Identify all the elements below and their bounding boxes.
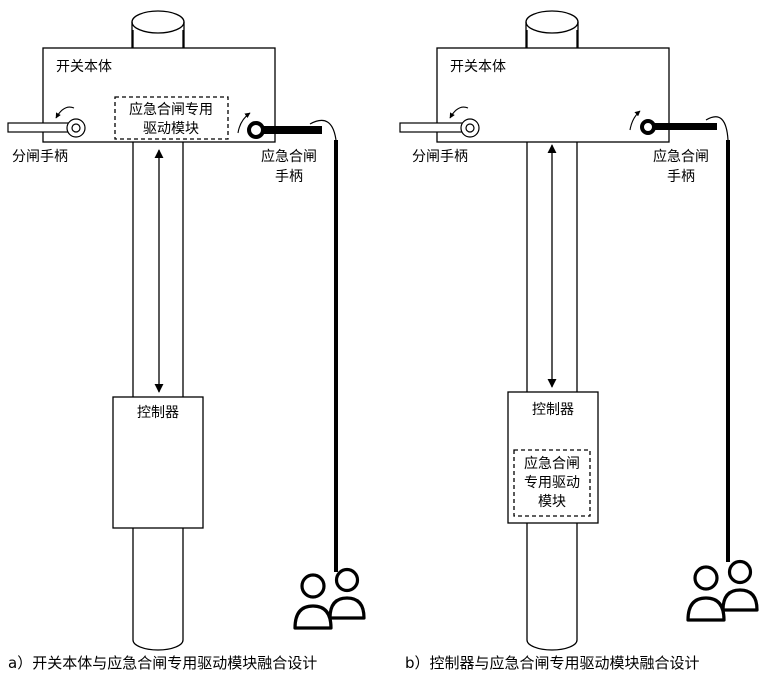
controller-label: 控制器 [532,402,574,418]
controller-box [112,396,204,529]
rotation-arrow-icon [237,112,251,134]
switch-body-label: 开关本体 [56,59,112,75]
module-label-line2: 驱动模块 [143,121,199,137]
caption-a: a）开关本体与应急合闸专用驱动模块融合设计 [8,654,317,672]
rotation-arrow-icon [629,110,641,131]
module-label-line1: 应急合闸专用 [129,101,213,118]
panel-a: 开关本体 应急合闸专用 驱动模块 分闸手柄 应急合闸 手柄 控制器 [7,10,366,672]
emergency-handle-label-line1: 应急合闸 [261,148,317,165]
opening-handle-label: 分闸手柄 [412,149,468,165]
module-label-line3: 模块 [538,494,566,510]
emergency-drive-module [114,96,229,140]
module-label-line2: 专用驱动 [524,475,580,491]
emergency-closing-handle [640,119,717,135]
opening-handle-label: 分闸手柄 [12,149,68,165]
rotation-arrow-icon [449,106,469,119]
switch-body-label: 开关本体 [450,59,506,75]
emergency-handle-label-line2: 手柄 [275,169,303,185]
emergency-drive-module [513,449,591,517]
panel-b: 开关本体 分闸手柄 应急合闸 手柄 控制器 应急合闸 专用驱动 模块 [399,10,759,672]
emergency-handle-label-line1: 应急合闸 [653,148,709,165]
opening-handle [399,118,480,138]
users-icon [293,567,366,630]
emergency-closing-handle [247,121,322,139]
module-label-line1: 应急合闸 [524,455,580,472]
rotation-arrow-icon [55,106,75,119]
rope [309,119,337,141]
caption-b: b）控制器与应急合闸专用驱动模块融合设计 [405,654,700,672]
users-icon [686,559,759,622]
rope [705,116,729,141]
emergency-handle-label-line2: 手柄 [667,169,695,185]
opening-handle [7,118,86,138]
controller-label: 控制器 [137,405,179,421]
